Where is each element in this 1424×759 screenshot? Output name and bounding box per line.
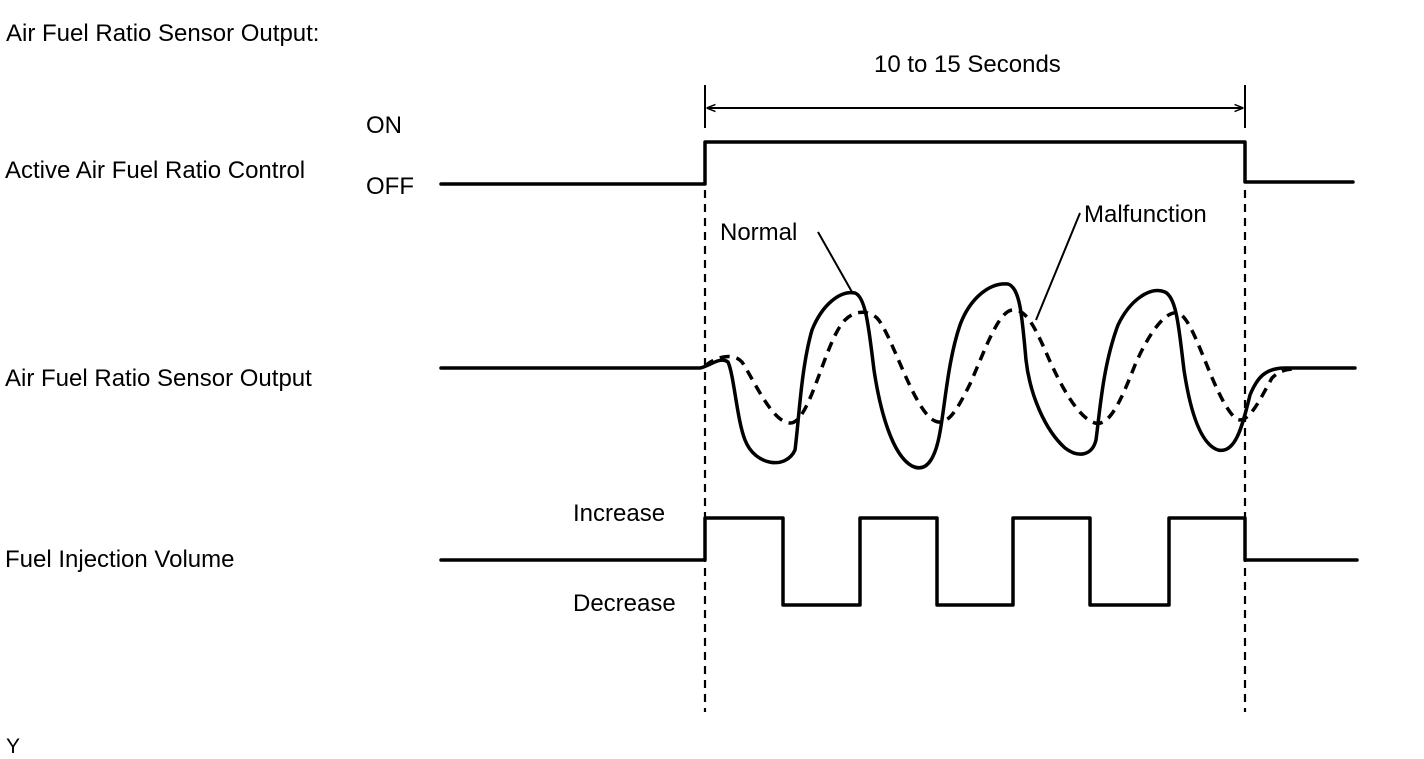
malfunction-curve-label: Malfunction [1084,201,1207,228]
control-signal [439,140,1355,186]
off-state-label: OFF [366,173,414,200]
normal-sensor-curve [439,282,1357,470]
malfunction-leader-line [1035,212,1081,321]
on-state-label: ON [366,112,402,139]
duration-label: 10 to 15 Seconds [874,51,1061,78]
figure-code: Y [6,735,21,758]
diagram-title: Air Fuel Ratio Sensor Output: [6,20,320,47]
decrease-label: Decrease [573,590,676,617]
fuel-injection-signal [439,516,1359,607]
sensor-row-label: Air Fuel Ratio Sensor Output [5,365,312,392]
normal-curve-label: Normal [720,219,798,246]
normal-leader-line [817,231,853,293]
malfunction-sensor-curve [703,308,1298,425]
control-row-label: Active Air Fuel Ratio Control [5,157,306,184]
increase-label: Increase [573,500,666,527]
injection-row-label: Fuel Injection Volume [5,546,235,573]
